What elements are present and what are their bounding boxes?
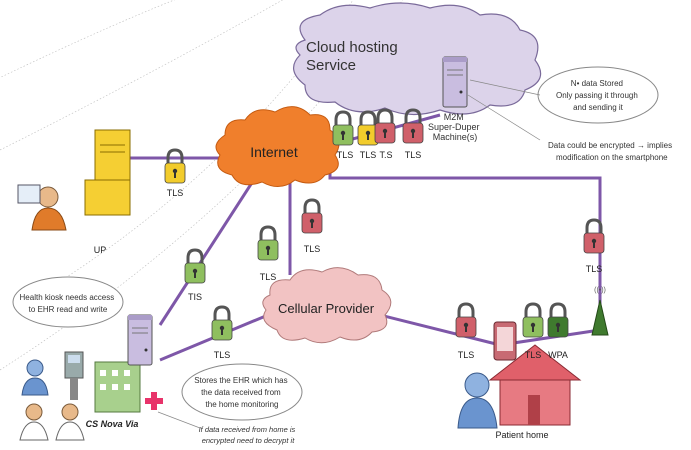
house-icon bbox=[488, 344, 582, 426]
svg-text:TLS: TLS bbox=[586, 264, 603, 274]
cloud-hosting-service: Cloud hosting Service bbox=[293, 2, 542, 116]
svg-text:If data received from home is: If data received from home is encrypted … bbox=[199, 425, 298, 445]
up-node: UP bbox=[17, 129, 131, 255]
lock-lower: TLS bbox=[210, 305, 234, 360]
person-icon bbox=[21, 359, 49, 396]
note-decrypt: If data received from home is encrypted … bbox=[157, 411, 298, 445]
up-label: UP bbox=[94, 245, 107, 255]
lock-home-2: TLS bbox=[521, 302, 545, 360]
server-icon bbox=[127, 314, 153, 366]
lock-home-1: TLS bbox=[454, 302, 478, 360]
lock-icon bbox=[210, 305, 234, 342]
lock-left: TIS bbox=[183, 248, 207, 302]
presentation-board-icon bbox=[17, 184, 41, 204]
svg-text:Health kiosk needs access: Health kiosk needs access to EHR read an… bbox=[20, 293, 117, 314]
antenna-signal-label: ((•)) bbox=[594, 287, 606, 294]
callout-no-data-stored: N• data Stored Only passing it through a… bbox=[469, 66, 659, 124]
lock-icon bbox=[582, 218, 606, 255]
internet-label: Internet bbox=[250, 144, 298, 160]
internet-node: Internet bbox=[215, 106, 340, 187]
m2m-label: M2M Super-Duper Machine(s) bbox=[428, 112, 482, 142]
lock-top-4: TLS bbox=[401, 108, 425, 160]
callout-stores-ehr: Stores the EHR which has the data receiv… bbox=[181, 363, 303, 421]
lock-icon bbox=[331, 110, 355, 147]
link-home-antenna bbox=[499, 328, 601, 347]
patient-home-node: Patient home bbox=[457, 321, 582, 440]
nurse-icon bbox=[19, 403, 49, 441]
cloud-icon bbox=[293, 2, 542, 116]
antenna-icon: ((•)) bbox=[591, 287, 609, 336]
lock-wpa: WPA bbox=[546, 302, 570, 360]
lock-icon bbox=[300, 198, 324, 235]
patient-home-label: Patient home bbox=[495, 430, 548, 440]
link-cellular-home bbox=[379, 313, 501, 347]
hospital-icon bbox=[94, 361, 141, 413]
svg-text:TLS: TLS bbox=[337, 150, 354, 160]
svg-text:TLS: TLS bbox=[525, 350, 542, 360]
lock-icon bbox=[454, 302, 478, 339]
svg-text:TLS: TLS bbox=[260, 272, 277, 282]
lock-icon bbox=[546, 302, 570, 339]
lock-top-3: T.S bbox=[373, 108, 397, 160]
svg-text:Stores the EHR which has: Stores the EHR which has the data receiv… bbox=[194, 376, 290, 409]
person-icon bbox=[31, 186, 67, 231]
kiosk-icon bbox=[64, 351, 84, 400]
callout-data-encrypted: Data could be encrypted → implies modifi… bbox=[467, 94, 674, 162]
svg-text:TLS: TLS bbox=[458, 350, 475, 360]
internet-cloud-icon bbox=[215, 106, 340, 187]
cs-nova-via-label: CS Nova Via bbox=[86, 419, 139, 429]
lock-top-1: TLS bbox=[331, 110, 355, 160]
lock-top-2: TLS bbox=[356, 110, 380, 160]
person-icon bbox=[457, 372, 498, 429]
svg-text:N• data Stored Only pass: N• data Stored Only passing it through a… bbox=[556, 79, 640, 112]
doctor-icon bbox=[55, 403, 85, 441]
svg-text:TLS: TLS bbox=[167, 188, 184, 198]
lock-center: TLS bbox=[256, 225, 280, 282]
svg-text:T.S: T.S bbox=[379, 150, 392, 160]
link-internet-csnovavia bbox=[158, 177, 257, 326]
cloud-hosting-label: Cloud hosting Service bbox=[306, 39, 402, 74]
lock-icon bbox=[163, 148, 187, 185]
medical-cross-icon bbox=[145, 392, 163, 410]
lock-icon bbox=[373, 108, 397, 145]
server-icon bbox=[84, 129, 131, 216]
lock-icon bbox=[183, 248, 207, 285]
phone-icon bbox=[493, 321, 517, 361]
server-icon bbox=[442, 56, 468, 108]
cs-nova-via-node: CS Nova Via bbox=[86, 314, 163, 429]
svg-text:WPA: WPA bbox=[548, 350, 568, 360]
cellular-cloud-icon bbox=[262, 267, 392, 344]
lock-icon bbox=[256, 225, 280, 262]
svg-text:Data could be encrypted → impl: Data could be encrypted → implies modifi… bbox=[548, 141, 674, 162]
svg-text:TLS: TLS bbox=[214, 350, 231, 360]
lock-mid: TLS bbox=[300, 198, 324, 254]
lock-right: TLS bbox=[582, 218, 606, 274]
callout-health-kiosk: Health kiosk needs access to EHR read an… bbox=[12, 276, 124, 328]
svg-text:TIS: TIS bbox=[188, 292, 202, 302]
svg-text:TLS: TLS bbox=[304, 244, 321, 254]
svg-text:TLS: TLS bbox=[360, 150, 377, 160]
lock-up-tls: TLS bbox=[163, 148, 187, 198]
svg-text:TLS: TLS bbox=[405, 150, 422, 160]
cellular-provider-node: Cellular Provider bbox=[262, 267, 392, 344]
lock-icon bbox=[521, 302, 545, 339]
cellular-provider-label: Cellular Provider bbox=[278, 301, 375, 316]
